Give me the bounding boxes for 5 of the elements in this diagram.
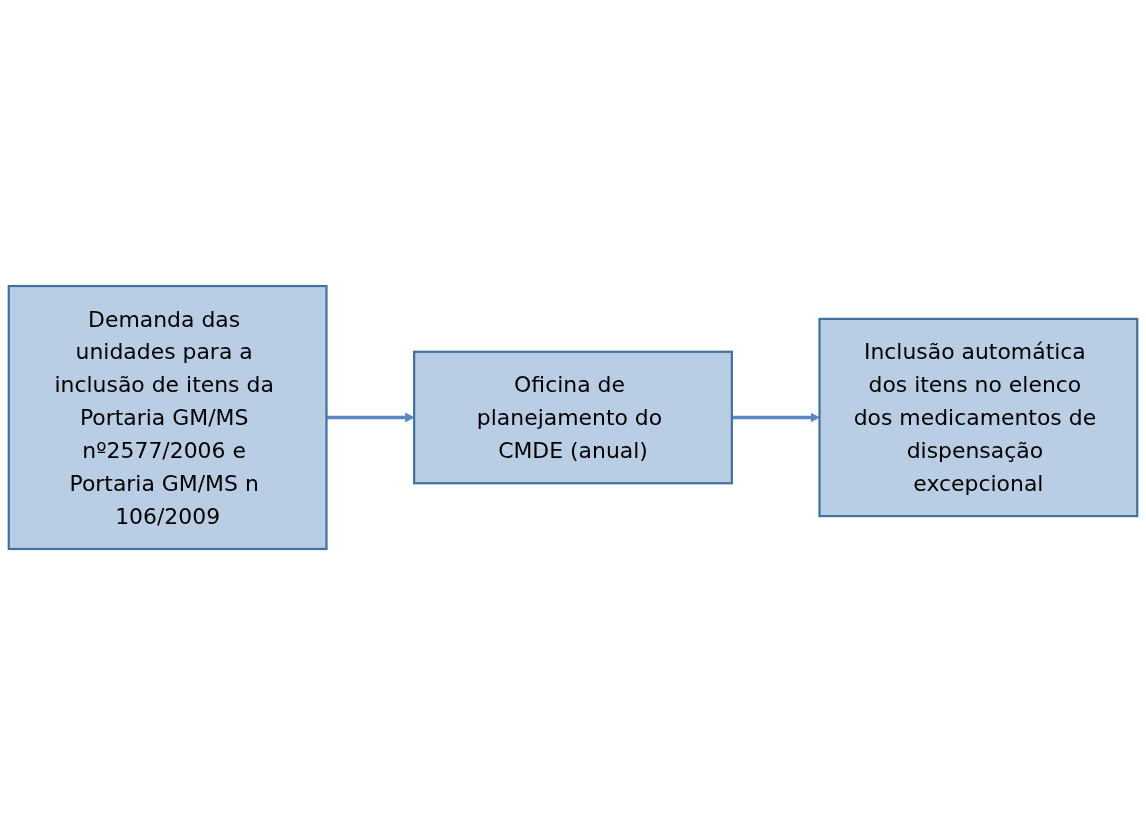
node-box: Inclusão automática dos itens no elenco dos medicamentos de dispensação excepcional [818, 317, 1139, 518]
node-box: Oficina de planejamento do CMDE (anual) [413, 350, 733, 485]
arrow [326, 412, 415, 423]
arrow [731, 412, 820, 423]
node-box: Demanda das unidades para a inclusão de itens da Portaria GM/MS nº2577/2006 e Portaria GM/MS n 106/2009 [7, 284, 328, 551]
